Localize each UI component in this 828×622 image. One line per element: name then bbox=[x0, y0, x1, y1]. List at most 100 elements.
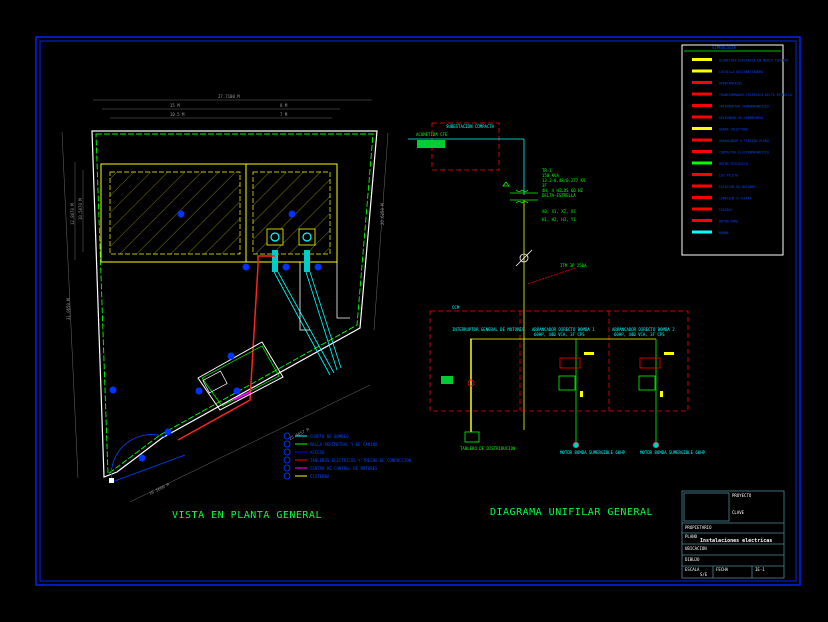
legend-item: CENTRO DE CONTROL DE MOTORES bbox=[283, 464, 378, 472]
cistern bbox=[100, 163, 338, 263]
svg-text:60HP, 440 VCA, 3F CPS: 60HP, 440 VCA, 3F CPS bbox=[614, 332, 665, 337]
symbol-label: CONTACTOR ELECTROMAGNETICO bbox=[719, 151, 769, 155]
plan-title: VISTA EN PLANTA GENERAL bbox=[172, 510, 322, 521]
symbol-icon bbox=[692, 219, 712, 222]
dim-left-inner-2: 10.5070 M bbox=[78, 198, 83, 220]
dim-1: 15 M bbox=[170, 103, 180, 108]
symbol-label: FUSIBLE bbox=[719, 208, 733, 212]
svg-text:SUBESTACION COMPACTA: SUBESTACION COMPACTA bbox=[446, 124, 495, 129]
starter-1: MOTOR BOMBA SUMERGIBLE 60HP bbox=[558, 339, 626, 455]
svg-text:4H, 4 HILOS 60 HZ: 4H, 4 HILOS 60 HZ bbox=[542, 188, 584, 193]
motor-icon bbox=[652, 441, 660, 449]
legend-item: MALLA PERIMETRAL Y DE CAMINO bbox=[283, 440, 378, 448]
drawing-name: Instalaciones electricas bbox=[700, 538, 772, 544]
svg-text:FECHA: FECHA bbox=[716, 567, 729, 572]
tag-6 bbox=[177, 210, 185, 218]
symbol-icon bbox=[692, 173, 712, 176]
svg-text:PLANO: PLANO bbox=[685, 534, 698, 539]
symbol-label: BOTON PARO bbox=[719, 220, 738, 224]
dim-diagonal-2: 10.5600 M bbox=[148, 482, 170, 496]
symbol-label: BOMBA bbox=[719, 231, 729, 235]
ccm-enclosure bbox=[429, 310, 689, 412]
pump-label: MOTOR BOMBA SUMERGIBLE 60HP bbox=[560, 450, 626, 455]
symbol-icon bbox=[692, 161, 712, 165]
dim-diagonal: 25.8057 M bbox=[288, 427, 310, 441]
legend-item: CISTERNA bbox=[283, 472, 330, 480]
cistern-hatch-1 bbox=[109, 171, 241, 255]
symbol-icon bbox=[692, 69, 712, 73]
inner-frame bbox=[39, 40, 797, 582]
dim-3: 10.5 M bbox=[170, 112, 185, 117]
motor-icon bbox=[572, 441, 580, 449]
symbol-icon bbox=[692, 92, 712, 96]
svg-text:TR-1: TR-1 bbox=[542, 168, 552, 173]
distribution-board-icon bbox=[464, 431, 480, 443]
section-title: INTERRUPTOR GENERAL DE MOTORES bbox=[452, 327, 525, 332]
main-breaker-label: ITM 3P 250A bbox=[560, 263, 587, 268]
scale-value: S/E bbox=[700, 572, 708, 577]
svg-text:CISTERNA: CISTERNA bbox=[310, 474, 330, 479]
svg-text:CENTRO DE CONTROL DE MOTORES: CENTRO DE CONTROL DE MOTORES bbox=[310, 466, 378, 471]
electrical-conduit bbox=[177, 255, 275, 441]
symbol-label: RELEVADOR DE SOBRECARGA bbox=[719, 116, 763, 120]
diagram-title: DIAGRAMA UNIFILAR GENERAL bbox=[490, 507, 653, 518]
symbol-icon bbox=[692, 207, 712, 211]
svg-text:3F: 3F bbox=[542, 183, 547, 188]
symbology-header: SIMBOLOGIA bbox=[712, 45, 737, 50]
section-title: ARRANCADOR DIRECTO BOMBA 2 bbox=[612, 327, 675, 332]
title-block-project: PROYECTO bbox=[732, 493, 752, 498]
symbol-label: ESTACION DE BOTONES bbox=[719, 185, 756, 189]
svg-text:13.2-0.48/0.277 KV: 13.2-0.48/0.277 KV bbox=[542, 178, 586, 183]
symbol-label: LUZ PILOTO bbox=[719, 174, 738, 178]
svg-text:DIBUJO: DIBUJO bbox=[685, 557, 700, 562]
svg-text:PROPIETARIO: PROPIETARIO bbox=[685, 525, 712, 530]
symbol-label: MOTOR TRIFASICO bbox=[719, 162, 748, 166]
svg-text:ACCESO: ACCESO bbox=[310, 450, 325, 455]
symbol-label: CUCHILLA DESCONECTADORA bbox=[719, 70, 763, 74]
pump-well-2 bbox=[298, 228, 316, 246]
outer-frame bbox=[35, 36, 801, 586]
dim-left-inner-1: 12.8070 M bbox=[70, 203, 75, 225]
symbol-icon bbox=[692, 81, 712, 84]
control-building bbox=[197, 341, 284, 411]
gate-post bbox=[109, 478, 114, 483]
symbol-label: CONEXION A TIERRA bbox=[719, 197, 752, 201]
distribution-label: TABLERO DE DISTRIBUCION bbox=[460, 446, 516, 451]
ccm-panel bbox=[232, 391, 251, 401]
title-block bbox=[681, 490, 785, 579]
legend-item: ACCESO bbox=[283, 448, 325, 456]
svg-text:150 KVA: 150 KVA bbox=[542, 173, 559, 178]
single-line-diagram: SUBESTACION COMPACTA ACOMETIDA CFE TR-1 … bbox=[408, 122, 706, 518]
svg-text:X0, X1, X2, X3: X0, X1, X2, X3 bbox=[542, 209, 576, 214]
perimeter-fence bbox=[95, 133, 374, 475]
symbol-label: ACOMETIDA ELECTRICA EN MEDIA TENSION bbox=[719, 59, 788, 63]
legend-item: CUARTO DE BOMBEO bbox=[283, 432, 349, 440]
symbol-label: ARRANCADOR A TENSION PLENA bbox=[719, 139, 769, 143]
dim-overall: 27.7100 M bbox=[218, 94, 240, 99]
lot-perimeter bbox=[91, 130, 378, 478]
svg-text:H1, H2, H3, Y1: H1, H2, H3, Y1 bbox=[542, 217, 576, 222]
svg-text:DELTA-ESTRELLA: DELTA-ESTRELLA bbox=[542, 193, 576, 198]
pump-pipe bbox=[272, 250, 278, 272]
svg-text:ESCALA: ESCALA bbox=[685, 567, 700, 572]
symbol-label: APARTARRAYOS bbox=[719, 82, 742, 86]
access-gate bbox=[110, 434, 166, 483]
symbol-icon bbox=[692, 104, 712, 107]
dim-2: 8 M bbox=[280, 103, 288, 108]
symbol-icon bbox=[692, 196, 712, 199]
ccm-tag: CCM bbox=[452, 305, 460, 310]
symbol-label: BARRA COLECTORA bbox=[719, 128, 748, 132]
svg-text:UBICACION: UBICACION bbox=[685, 546, 707, 551]
plan-view: 27.7100 M 15 M 8 M 10.5 M 7 M 31.0650 M … bbox=[61, 94, 412, 521]
svg-text:MALLA PERIMETRAL Y DE CAMINO: MALLA PERIMETRAL Y DE CAMINO bbox=[310, 442, 378, 447]
svg-text:60HP, 440 VCA, 3F CPS: 60HP, 440 VCA, 3F CPS bbox=[534, 332, 585, 337]
symbol-icon bbox=[692, 138, 712, 142]
symbology-legend: SIMBOLOGIA ACOMETIDA ELECTRICA EN MEDIA … bbox=[681, 44, 792, 256]
dim-right: 20.6250 M bbox=[380, 203, 385, 225]
svg-text:TABLEROS ELECTRICOS Y TRECHO D: TABLEROS ELECTRICOS Y TRECHO DE CONDUCCI… bbox=[310, 458, 412, 463]
symbol-label: TRANSFORMADOR TRIFASICO DELTA ESTRELLA bbox=[719, 93, 792, 97]
dim-left: 31.0650 M bbox=[66, 298, 71, 320]
starter-2: MOTOR BOMBA SUMERGIBLE 60HP bbox=[638, 339, 706, 455]
pump-label: MOTOR BOMBA SUMERGIBLE 60HP bbox=[640, 450, 706, 455]
